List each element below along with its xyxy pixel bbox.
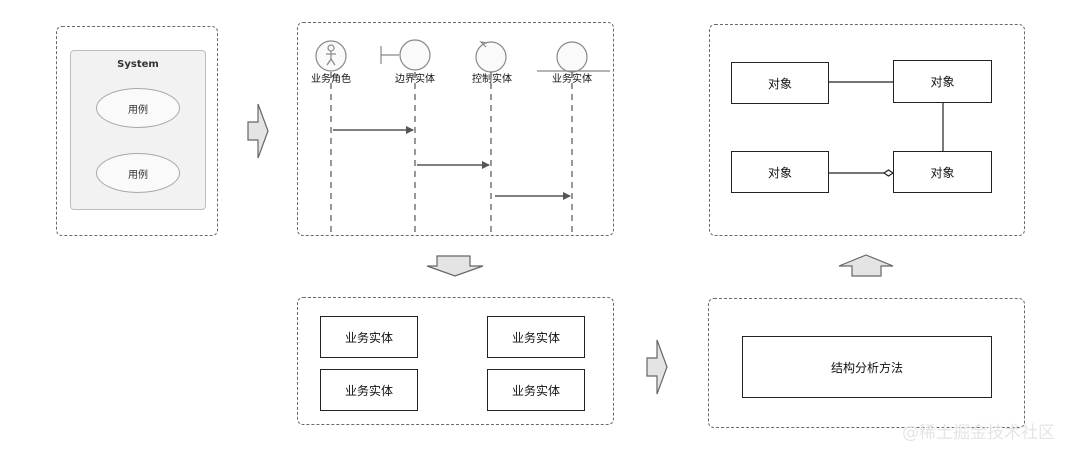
entity-box-2: 业务实体: [487, 316, 585, 358]
messages: [333, 126, 571, 200]
arrow-up-icon: [838, 254, 894, 277]
arrow-down-icon: [426, 255, 484, 277]
control-icon: [475, 41, 507, 73]
method-panel: [708, 298, 1025, 428]
method-box: 结构分析方法: [742, 336, 992, 398]
system-title: System: [117, 59, 159, 70]
actor-entity-icon: [315, 40, 347, 72]
lifeline-label-entity: 业务实体: [552, 74, 592, 85]
object-connectors: [829, 81, 944, 177]
system-boundary: System 用例 用例: [70, 50, 206, 210]
object-box-bottom-right: 对象: [893, 151, 992, 193]
entity-box-1: 业务实体: [320, 316, 418, 358]
entity-box-3: 业务实体: [320, 369, 418, 411]
boundary-icon: [380, 39, 431, 71]
use-case-1: 用例: [96, 88, 180, 128]
object-box-top-right: 对象: [893, 60, 992, 103]
object-box-bottom-left: 对象: [731, 151, 829, 193]
lifeline-label-control: 控制实体: [472, 74, 512, 85]
use-case-2: 用例: [96, 153, 180, 193]
lifelines: [330, 72, 573, 234]
arrow-right-icon: [247, 103, 269, 159]
lifeline-label-boundary: 边界实体: [395, 74, 435, 85]
object-box-top-left: 对象: [731, 62, 829, 104]
watermark: @稀土掘金技术社区: [902, 423, 1055, 443]
entity-icon: [537, 41, 610, 73]
sequence-panel: [297, 22, 614, 236]
object-panel: [709, 24, 1025, 236]
lifeline-label-business-actor: 业务角色: [311, 74, 351, 85]
entity-box-4: 业务实体: [487, 369, 585, 411]
arrow-right-icon: [646, 339, 668, 395]
entity-panel: [297, 297, 614, 425]
use-case-panel: [56, 26, 218, 236]
